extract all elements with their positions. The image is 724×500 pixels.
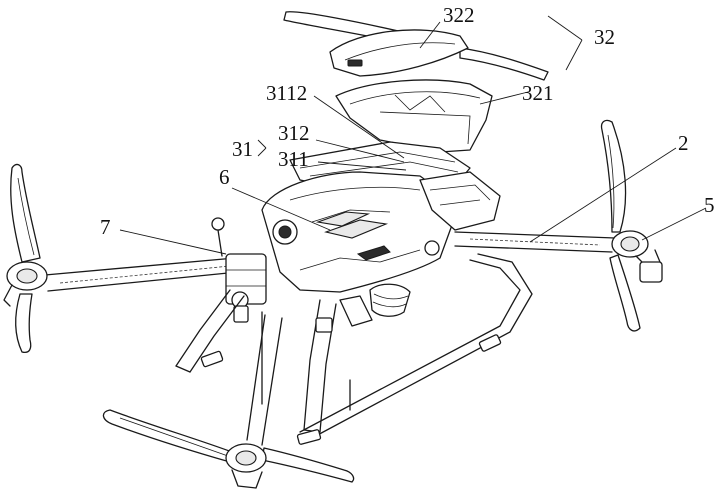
leader-7 bbox=[119, 229, 227, 255]
leader-311 bbox=[317, 161, 407, 171]
rear-mechanism bbox=[419, 171, 501, 256]
label-5: 5 bbox=[704, 193, 715, 217]
leader-322 bbox=[419, 21, 441, 49]
leader-32-b bbox=[565, 39, 583, 71]
label-31: 31 bbox=[232, 137, 253, 161]
arm-left bbox=[44, 257, 239, 292]
arm-right bbox=[454, 231, 616, 253]
label-7: 7 bbox=[100, 215, 111, 239]
propeller-front bbox=[102, 409, 355, 489]
label-322: 322 bbox=[443, 3, 475, 27]
housing-frame bbox=[335, 79, 493, 153]
main-body bbox=[261, 171, 453, 293]
arm-front bbox=[246, 314, 283, 446]
propeller-left bbox=[3, 163, 48, 354]
label-32: 32 bbox=[594, 25, 615, 49]
pump-unit bbox=[211, 217, 267, 323]
leader-31-b bbox=[257, 147, 267, 157]
leader-3112 bbox=[313, 95, 405, 159]
label-6: 6 bbox=[219, 165, 230, 189]
spring-gimbal bbox=[339, 283, 411, 327]
leader-312 bbox=[315, 139, 405, 163]
label-312: 312 bbox=[278, 121, 310, 145]
label-321: 321 bbox=[522, 81, 554, 105]
propeller-rear-right bbox=[600, 119, 663, 332]
landing-gear bbox=[175, 253, 533, 445]
label-3112: 3112 bbox=[266, 81, 307, 105]
label-311: 311 bbox=[278, 147, 309, 171]
leader-32-a bbox=[547, 15, 583, 41]
leader-lines bbox=[119, 15, 707, 255]
reference-labels: 322 32 321 3112 312 31 311 6 2 5 7 bbox=[100, 3, 715, 239]
leader-5 bbox=[641, 207, 707, 241]
leader-2 bbox=[529, 147, 677, 243]
leader-31-a bbox=[257, 139, 267, 149]
leader-321 bbox=[479, 91, 529, 105]
canopy-top-cover bbox=[329, 29, 469, 77]
label-2: 2 bbox=[678, 131, 689, 155]
leader-6 bbox=[231, 187, 331, 231]
